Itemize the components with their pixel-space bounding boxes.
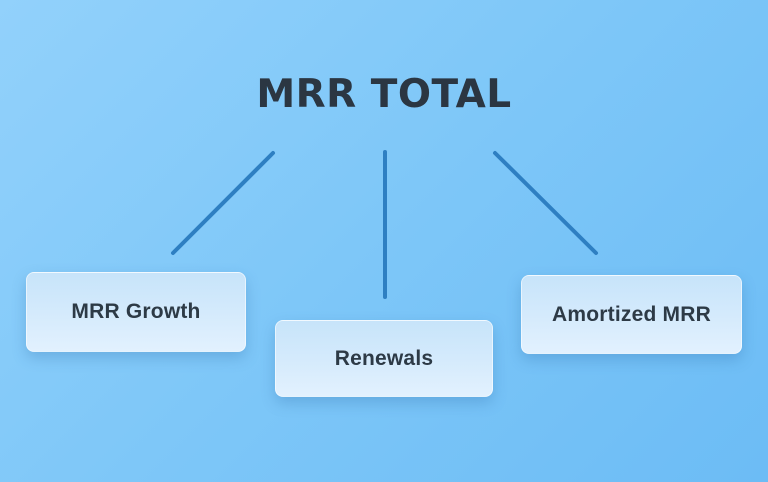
node-amortized-mrr-label: Amortized MRR xyxy=(552,302,711,326)
node-mrr-growth: MRR Growth xyxy=(26,272,246,352)
connector-line-amortized-mrr xyxy=(493,151,598,255)
connector-line-mrr-growth xyxy=(171,151,275,255)
diagram-title: MRR TOTAL xyxy=(256,72,512,117)
node-renewals-label: Renewals xyxy=(334,346,434,370)
node-amortized-mrr: Amortized MRR xyxy=(521,275,742,354)
node-renewals: Renewals xyxy=(275,320,493,397)
node-mrr-growth-label: MRR Growth xyxy=(71,300,201,323)
